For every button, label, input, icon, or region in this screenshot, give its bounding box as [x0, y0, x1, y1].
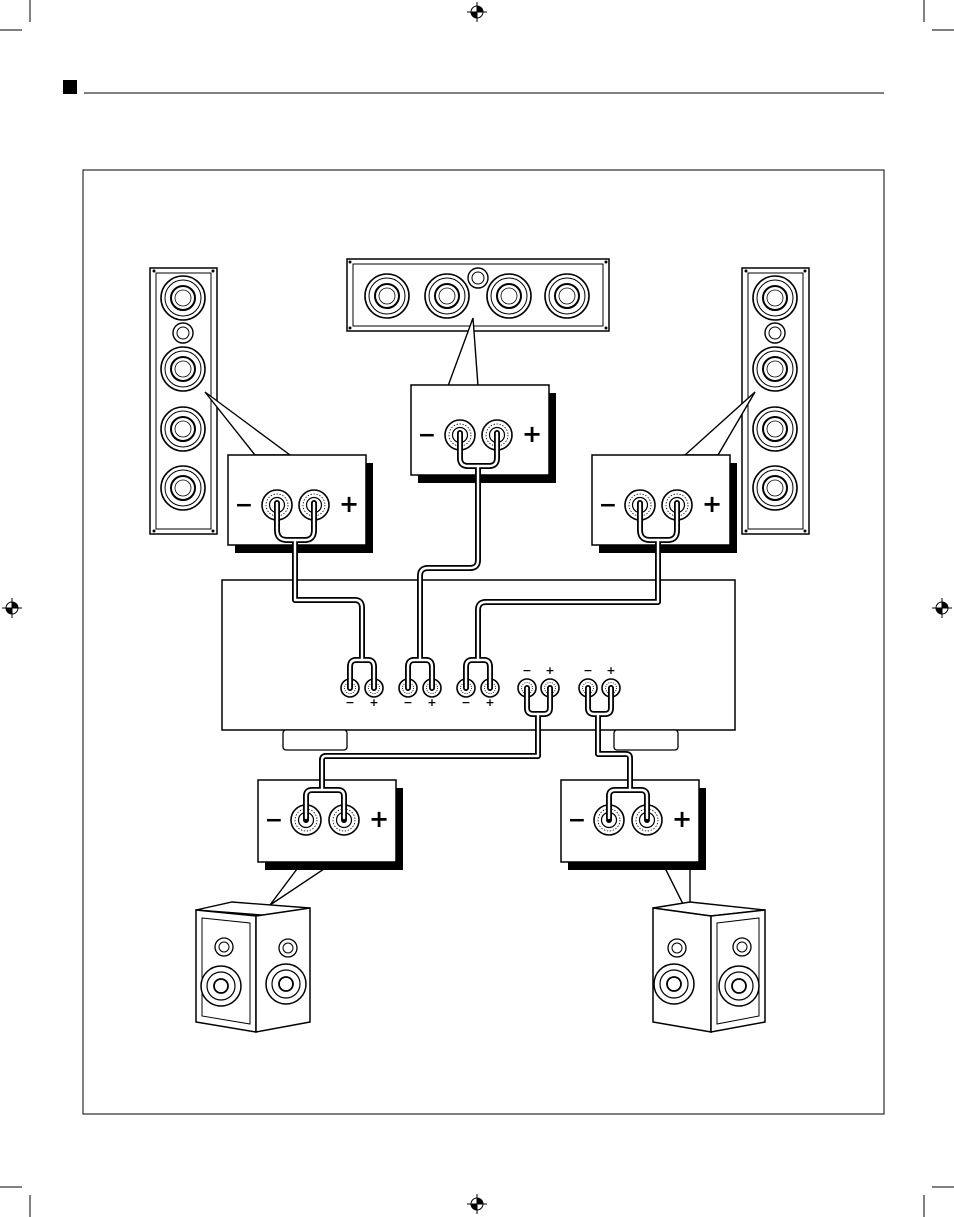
svg-text:−: −	[345, 696, 354, 709]
registration-mark-left-icon	[2, 598, 22, 618]
minus-label: −	[235, 493, 253, 518]
svg-text:+: +	[606, 664, 615, 677]
plus-label: +	[672, 805, 692, 833]
front-right-speaker	[742, 268, 809, 534]
registration-mark-top-icon	[467, 2, 487, 22]
plus-label: +	[522, 420, 542, 448]
svg-text:+: +	[369, 696, 378, 709]
front-left-speaker	[150, 268, 217, 534]
center-speaker	[347, 259, 609, 331]
surround-right-terminal-callout: − +	[561, 780, 706, 870]
plus-label: +	[369, 805, 389, 833]
svg-text:+: +	[427, 696, 436, 709]
registration-mark-bottom-icon	[467, 1194, 487, 1214]
minus-label: −	[418, 423, 436, 448]
surround-left-terminal-callout: − +	[258, 780, 403, 870]
minus-label: −	[265, 808, 283, 833]
minus-label: −	[599, 493, 617, 518]
plus-label: +	[702, 490, 722, 518]
surround-left-speaker	[196, 902, 310, 1032]
svg-text:−: −	[522, 664, 531, 677]
svg-text:−: −	[403, 696, 412, 709]
svg-text:−: −	[461, 696, 470, 709]
surround-right-speaker	[653, 902, 765, 1032]
minus-label: −	[568, 808, 586, 833]
plus-label: +	[339, 490, 359, 518]
svg-text:−: −	[583, 664, 592, 677]
registration-mark-right-icon	[932, 598, 952, 618]
section-marker-icon	[63, 80, 77, 94]
svg-text:+: +	[545, 664, 554, 677]
svg-text:+: +	[485, 696, 494, 709]
